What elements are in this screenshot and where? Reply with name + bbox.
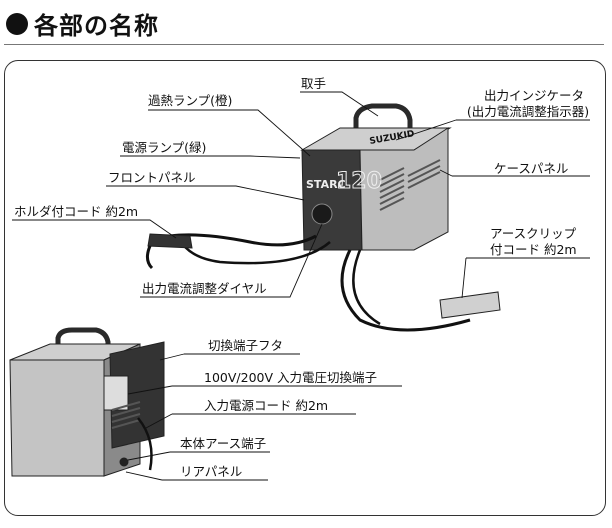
label-front-panel: フロントパネル bbox=[108, 170, 196, 185]
label-power-lamp: 電源ランプ(緑) bbox=[122, 140, 207, 155]
section-heading: 各部の名称 bbox=[6, 6, 159, 41]
label-earth-clip-cord: 付コード 約2m bbox=[490, 242, 577, 257]
label-case-panel: ケースパネル bbox=[494, 161, 569, 176]
label-rear-panel: リアパネル bbox=[180, 464, 243, 479]
label-body-earth-terminal: 本体アース端子 bbox=[180, 436, 267, 451]
label-holder-cord: ホルダ付コード 約2m bbox=[14, 204, 139, 219]
model-name-text: STARC bbox=[306, 178, 346, 191]
model-number-text: 120 bbox=[336, 169, 382, 194]
diagram-frame bbox=[4, 60, 606, 516]
bullet-icon bbox=[6, 12, 28, 35]
label-handle: 取手 bbox=[301, 76, 327, 91]
label-terminal-cover: 切換端子フタ bbox=[208, 338, 284, 353]
label-voltage-switch-terminal: 100V/200V 入力電圧切換端子 bbox=[204, 370, 378, 385]
rear-welder bbox=[9, 327, 165, 477]
main-welder bbox=[145, 103, 501, 332]
label-overheat-lamp: 過熱ランプ(橙) bbox=[148, 93, 233, 108]
leader-lines bbox=[12, 91, 590, 481]
label-output-dial: 出力電流調整ダイヤル bbox=[142, 281, 267, 296]
label-power-cord: 入力電源コード 約2m bbox=[204, 398, 329, 413]
page-title: 各部の名称 bbox=[34, 12, 159, 40]
label-earth-clip: アースクリップ bbox=[490, 226, 577, 241]
heading-underline bbox=[4, 44, 604, 45]
label-output-indicator-sub: (出力電流調整指示器) bbox=[466, 104, 590, 119]
label-output-indicator: 出力インジケータ bbox=[483, 88, 584, 103]
